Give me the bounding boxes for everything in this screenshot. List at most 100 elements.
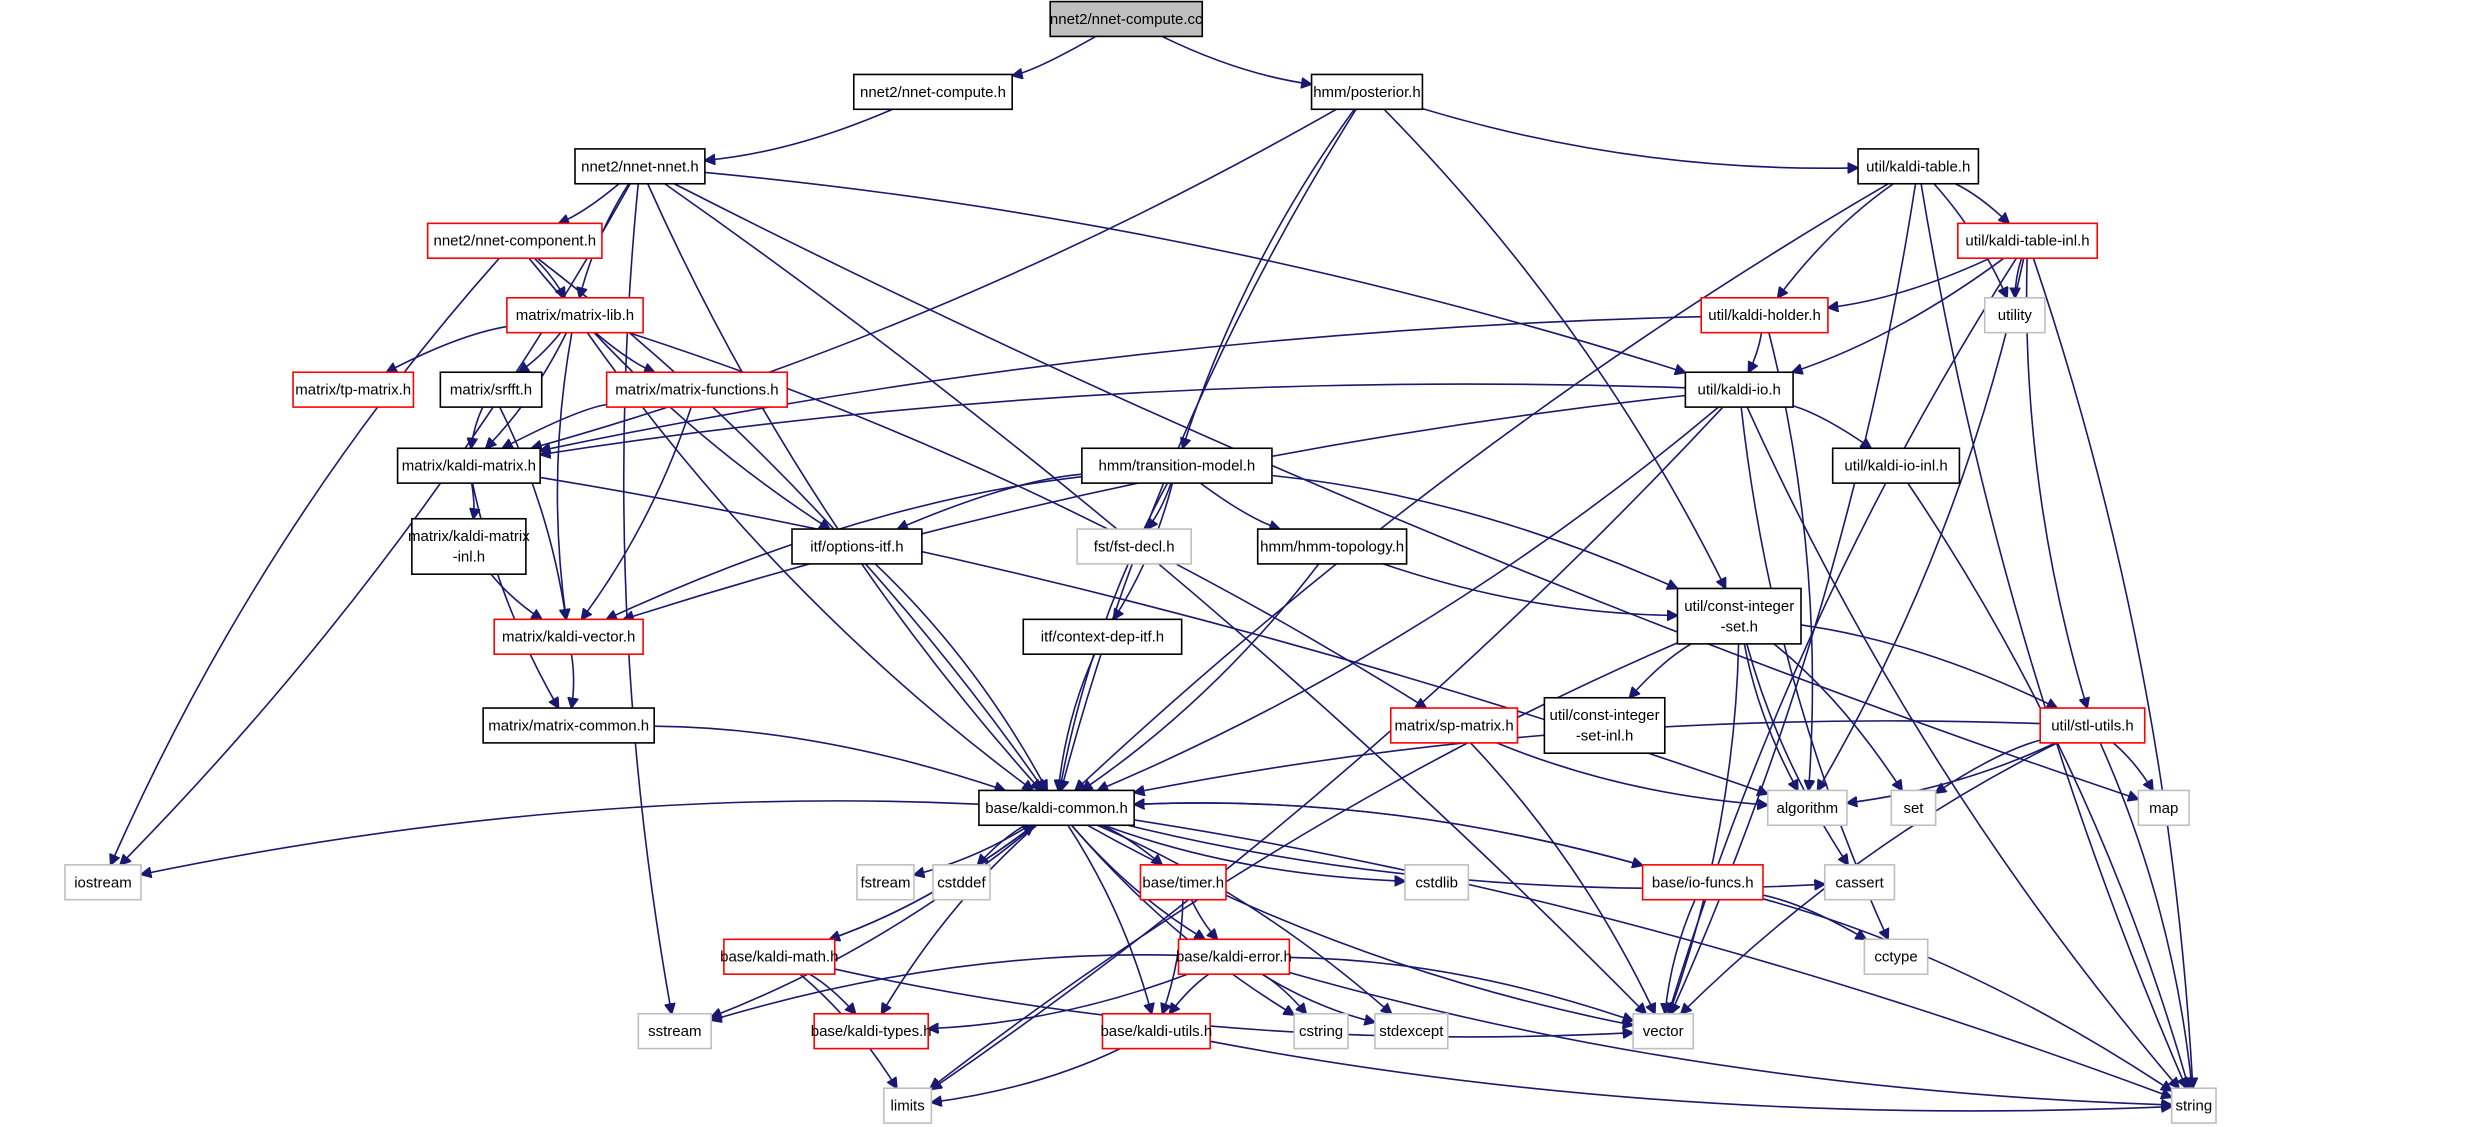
node-box	[637, 1012, 713, 1050]
edge-n6-to-n7	[1954, 183, 2009, 224]
edge-n29-to-n48	[1087, 824, 1634, 1025]
edge-n42-to-n44	[928, 973, 1189, 1029]
node-matrix-matrix-common-h[interactable]: matrix/matrix-common.h	[482, 707, 655, 744]
node-label: matrix/kaldi-matrix	[408, 528, 530, 545]
node-util-stl-utils-h[interactable]: util/stl-utils.h	[2039, 707, 2146, 744]
edge-n42-to-n47	[1261, 973, 1375, 1022]
node-matrix-matrix-functions-h[interactable]: matrix/matrix-functions.h	[605, 371, 789, 408]
node-matrix-kaldi-vector-h[interactable]: matrix/kaldi-vector.h	[493, 618, 644, 655]
node-map[interactable]: map	[2137, 789, 2190, 827]
edge-n16-to-n20	[1147, 482, 1172, 529]
node-matrix-tp-matrix-h[interactable]: matrix/tp-matrix.h	[292, 371, 415, 408]
edge-n7-to-n14	[1792, 257, 2005, 372]
node-util-kaldi-holder-h[interactable]: util/kaldi-holder.h	[1700, 296, 1829, 334]
node-base-io-funcs-h[interactable]: base/io-funcs.h	[1641, 864, 1764, 901]
node-util-const-integer-set-h[interactable]: util/const-integer-set.h	[1676, 587, 1802, 645]
node-label: base/kaldi-types.h	[811, 1023, 932, 1040]
node-hmm-hmm-topology-h[interactable]: hmm/hmm-topology.h	[1256, 528, 1408, 565]
node-label: util/kaldi-table-inl.h	[1965, 233, 2089, 250]
node-nnet2-nnet-compute-cc[interactable]: nnet2/nnet-compute.cc	[1049, 0, 1204, 38]
edge-n17-to-n50	[1907, 482, 2189, 1088]
edge-n3-to-n6	[1422, 107, 1858, 169]
node-cstring[interactable]: cstring	[1293, 1012, 1349, 1050]
node-matrix-matrix-lib-h[interactable]: matrix/matrix-lib.h	[506, 296, 644, 334]
node-box	[1543, 696, 1666, 754]
node-base-kaldi-utils-h[interactable]: base/kaldi-utils.h	[1100, 1012, 1212, 1050]
edge-n29-to-n44	[882, 824, 1038, 1013]
edge-n36-to-n45	[1162, 899, 1184, 1014]
node-box	[1957, 222, 2099, 259]
node-base-kaldi-math-h[interactable]: base/kaldi-math.h	[720, 938, 839, 975]
node-matrix-kaldi-matrix-h[interactable]: matrix/kaldi-matrix.h	[396, 447, 541, 484]
edge-n19-to-n29	[874, 563, 1047, 791]
node-box	[1293, 1012, 1349, 1050]
node-limits[interactable]: limits	[883, 1087, 933, 1124]
edge-n22-to-n26	[1629, 643, 1692, 698]
node-label: matrix/tp-matrix.h	[295, 382, 411, 399]
node-itf-options-itf-h[interactable]: itf/options-itf.h	[791, 528, 923, 565]
edge-n24-to-n29	[1058, 653, 1096, 790]
node-label: nnet2/nnet-nnet.h	[581, 158, 699, 175]
edge-n4-to-n33	[120, 183, 631, 865]
node-base-kaldi-error-h[interactable]: base/kaldi-error.h	[1176, 938, 1292, 975]
node-label: base/kaldi-utils.h	[1100, 1023, 1212, 1040]
node-box	[1404, 864, 1470, 901]
node-matrix-kaldi-matrix-inl-h[interactable]: matrix/kaldi-matrix-inl.h	[408, 517, 530, 576]
node-cstddef[interactable]: cstddef	[932, 864, 991, 901]
node-utility[interactable]: utility	[1983, 296, 2046, 334]
node-box	[1831, 447, 1961, 484]
edge-n15-to-n18	[472, 482, 474, 519]
node-fstream[interactable]: fstream	[856, 864, 915, 901]
edge-n28-to-n31	[1936, 739, 2041, 793]
node-box	[932, 864, 991, 901]
node-label: util/const-integer	[1550, 707, 1660, 724]
node-box	[1022, 618, 1183, 655]
edge-n28-to-n32	[2112, 742, 2153, 791]
node-iostream[interactable]: iostream	[64, 864, 142, 901]
node-label: cstdlib	[1415, 874, 1458, 891]
node-util-const-integer-set-inl-h[interactable]: util/const-integer-set-inl.h	[1543, 696, 1666, 754]
node-cctype[interactable]: cctype	[1863, 938, 1929, 975]
node-label: fst/fst-decl.h	[1094, 538, 1175, 555]
node-nnet2-nnet-nnet-h[interactable]: nnet2/nnet-nnet.h	[574, 148, 706, 185]
edge-n14-to-n15	[540, 383, 1686, 455]
node-box	[978, 789, 1135, 827]
edge-n4-to-n29	[646, 183, 1041, 791]
node-sstream[interactable]: sstream	[637, 1012, 713, 1050]
edge-n12-to-n23	[499, 406, 566, 619]
node-box	[1632, 1012, 1695, 1050]
node-label: -set.h	[1720, 618, 1758, 635]
node-nnet2-nnet-component-h[interactable]: nnet2/nnet-component.h	[426, 222, 603, 259]
node-base-kaldi-types-h[interactable]: base/kaldi-types.h	[811, 1012, 932, 1050]
node-cassert[interactable]: cassert	[1823, 864, 1896, 901]
node-itf-context-dep-itf-h[interactable]: itf/context-dep-itf.h	[1022, 618, 1183, 655]
node-fst-fst-decl-h[interactable]: fst/fst-decl.h	[1076, 528, 1192, 565]
node-cstdlib[interactable]: cstdlib	[1404, 864, 1470, 901]
node-label: util/stl-utils.h	[2051, 717, 2134, 734]
node-stdexcept[interactable]: stdexcept	[1374, 1012, 1449, 1050]
edge-n3-to-n22	[1383, 108, 1725, 588]
node-box	[1049, 0, 1204, 38]
node-util-kaldi-table-h[interactable]: util/kaldi-table.h	[1857, 148, 1980, 185]
edge-n16-to-n22	[1271, 474, 1678, 589]
node-util-kaldi-io-h[interactable]: util/kaldi-io.h	[1684, 371, 1794, 408]
node-string[interactable]: string	[2170, 1087, 2217, 1124]
node-base-timer-h[interactable]: base/timer.h	[1139, 864, 1227, 901]
node-vector[interactable]: vector	[1632, 1012, 1695, 1050]
node-nnet2-nnet-compute-h[interactable]: nnet2/nnet-compute.h	[852, 73, 1013, 111]
node-set[interactable]: set	[1890, 789, 1937, 827]
node-box	[1676, 587, 1802, 645]
node-util-kaldi-io-inl-h[interactable]: util/kaldi-io-inl.h	[1831, 447, 1961, 484]
node-algorithm[interactable]: algorithm	[1766, 789, 1848, 827]
node-util-kaldi-table-inl-h[interactable]: util/kaldi-table-inl.h	[1957, 222, 2099, 259]
edge-n8-to-n13	[594, 332, 654, 373]
edge-n16-to-n21	[1199, 482, 1279, 529]
node-matrix-srfft-h[interactable]: matrix/srfft.h	[439, 371, 543, 408]
node-matrix-sp-matrix-h[interactable]: matrix/sp-matrix.h	[1389, 707, 1519, 744]
node-label: matrix/matrix-functions.h	[615, 382, 778, 399]
edge-n1-to-n3	[1161, 35, 1311, 84]
node-hmm-transition-model-h[interactable]: hmm/transition-model.h	[1081, 447, 1273, 484]
node-base-kaldi-common-h[interactable]: base/kaldi-common.h	[978, 789, 1135, 827]
node-hmm-posterior-h[interactable]: hmm/posterior.h	[1310, 73, 1424, 111]
edge-n4-to-n32	[673, 183, 2138, 800]
